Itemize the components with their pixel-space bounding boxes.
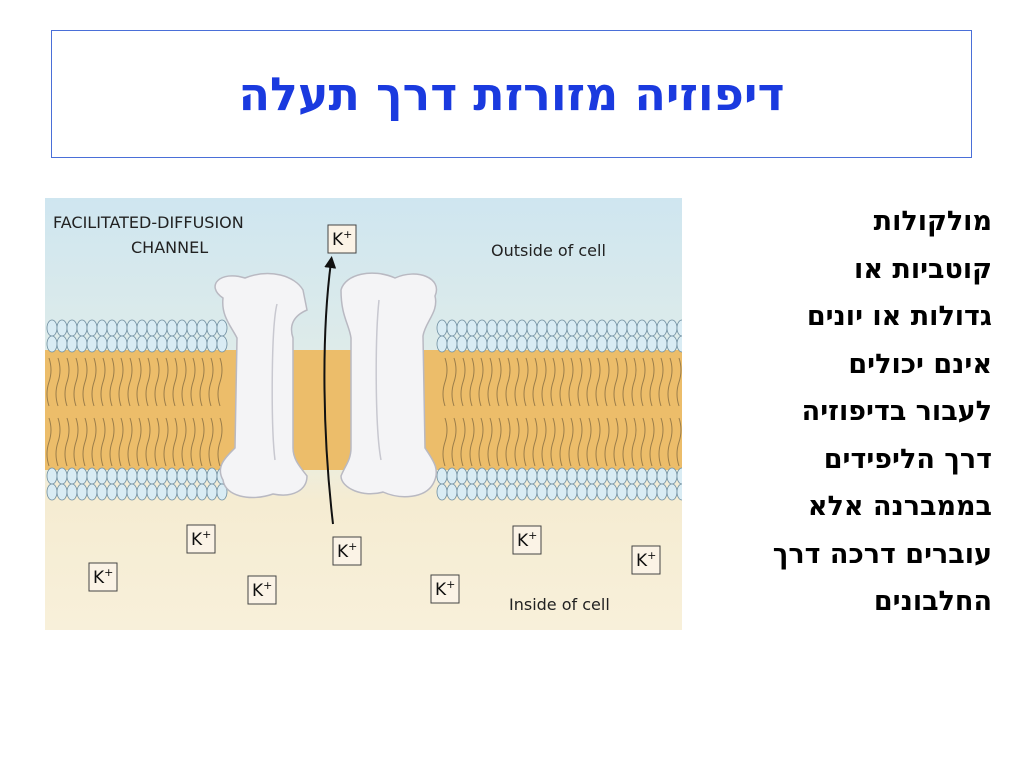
ion-charge: + — [202, 528, 211, 541]
text-line: דרך הליפידים — [823, 443, 992, 475]
ion-symbol: K — [252, 581, 264, 601]
ion-charge: + — [528, 529, 537, 542]
ion-charge: + — [263, 579, 272, 592]
lipid-heads-bottom — [46, 467, 682, 501]
text-line: לעבור בדיפוזיה — [801, 396, 992, 427]
ion-charge: + — [104, 566, 113, 579]
ion-k-outside: K+ — [327, 224, 357, 254]
outside-cell-label: Outside of cell — [491, 241, 606, 260]
ion-symbol: K — [93, 568, 105, 588]
text-line: אינם יכולים — [848, 348, 992, 380]
ion-symbol: K — [435, 580, 447, 600]
channel-caption-line2: CHANNEL — [131, 238, 208, 257]
text-line: קוטביות או — [854, 253, 992, 285]
ion-symbol: K — [337, 542, 349, 562]
ion-charge: + — [647, 549, 656, 562]
protein-groove-left — [271, 303, 278, 461]
ion-symbol: K — [191, 530, 203, 550]
svg-text:K+: K+ — [435, 578, 455, 600]
text-line: החלבונים — [873, 586, 992, 617]
channel-protein-right — [340, 272, 438, 498]
ion-k-inside: K+ — [512, 525, 542, 555]
svg-text:K+: K+ — [337, 540, 357, 562]
svg-text:K+: K+ — [191, 528, 211, 550]
ion-symbol: K — [332, 230, 344, 250]
ion-k-inside: K+ — [247, 575, 277, 605]
ion-charge: + — [343, 228, 352, 241]
inside-cell-label: Inside of cell — [509, 595, 610, 614]
protein-groove-right — [375, 299, 382, 461]
channel-protein-left — [214, 272, 308, 499]
title-box: דיפוזיה מזורזת דרך תעלה — [51, 30, 972, 158]
text-line: בממברנה אלא — [807, 491, 992, 522]
text-line: עוברים דרכה דרך — [772, 538, 992, 570]
channel-protein — [214, 272, 438, 499]
svg-text:K+: K+ — [332, 228, 352, 250]
svg-text:K+: K+ — [517, 529, 537, 551]
membrane-diagram: FACILITATED-DIFFUSION CHANNEL Outside of… — [45, 198, 682, 630]
ion-k-inside: K+ — [631, 545, 661, 575]
svg-text:K+: K+ — [636, 549, 656, 571]
svg-text:K+: K+ — [252, 579, 272, 601]
ion-charge: + — [446, 578, 455, 591]
lipid-tails — [46, 357, 682, 467]
ion-symbol: K — [636, 551, 648, 571]
explanation-text: מולקולות קוטביות או גדולות או יונים אינם… — [692, 198, 992, 626]
svg-text:K+: K+ — [93, 566, 113, 588]
ion-symbol: K — [517, 531, 529, 551]
membrane-svg: FACILITATED-DIFFUSION CHANNEL Outside of… — [45, 198, 682, 630]
ion-k-inside: K+ — [430, 574, 460, 604]
text-line: מולקולות — [873, 206, 992, 237]
ion-k-inside: K+ — [88, 562, 118, 592]
transport-arrow — [323, 256, 337, 525]
text-line: גדולות או יונים — [806, 301, 992, 332]
ion-charge: + — [348, 540, 357, 553]
ion-k-inside: K+ — [332, 536, 362, 566]
lipid-heads-top — [46, 319, 682, 353]
slide-title: דיפוזיה מזורזת דרך תעלה — [238, 67, 785, 121]
ion-k-inside: K+ — [186, 524, 216, 554]
channel-caption-line1: FACILITATED-DIFFUSION — [53, 213, 244, 232]
